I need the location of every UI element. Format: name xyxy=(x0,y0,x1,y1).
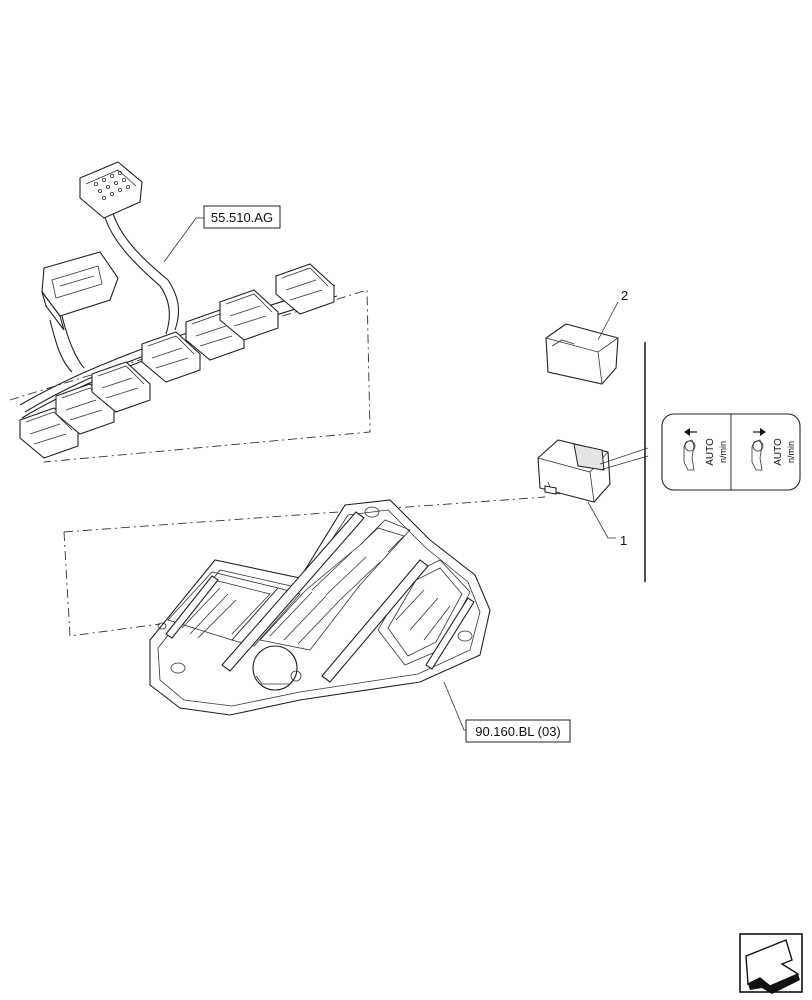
harness-reference-box[interactable]: 55.510.AG xyxy=(163,205,281,263)
console-reference-label: 90.160.BL (03) xyxy=(475,724,561,739)
harness-main-connector xyxy=(41,251,119,331)
console-knob xyxy=(252,645,302,691)
item-1-rocker-switch xyxy=(537,439,611,503)
item-2-callout: 2 xyxy=(621,288,628,303)
decal-right-symbol xyxy=(751,428,766,471)
harness-upper-connector xyxy=(79,161,143,219)
item-2-switch-cap xyxy=(545,323,619,385)
switch-console xyxy=(63,496,546,716)
decal-right-unit: n/min xyxy=(786,441,796,463)
decal-left-symbol xyxy=(683,428,697,471)
item-2-leader xyxy=(597,301,619,341)
decal-left-unit: n/min xyxy=(718,441,728,463)
harness-reference-label: 55.510.AG xyxy=(211,210,273,225)
switch-decal: AUTO n/min AUTO n/min xyxy=(661,413,801,491)
item-1-leader xyxy=(587,501,616,539)
console-reference-box[interactable]: 90.160.BL (03) xyxy=(443,681,571,743)
decal-right-text: AUTO xyxy=(773,438,784,466)
harness-switch-connectors xyxy=(19,263,335,459)
wiring-harness xyxy=(9,161,371,463)
next-page-arrow-icon[interactable] xyxy=(739,933,803,994)
item-1-callout: 1 xyxy=(620,533,627,548)
decal-left-text: AUTO xyxy=(705,438,716,466)
